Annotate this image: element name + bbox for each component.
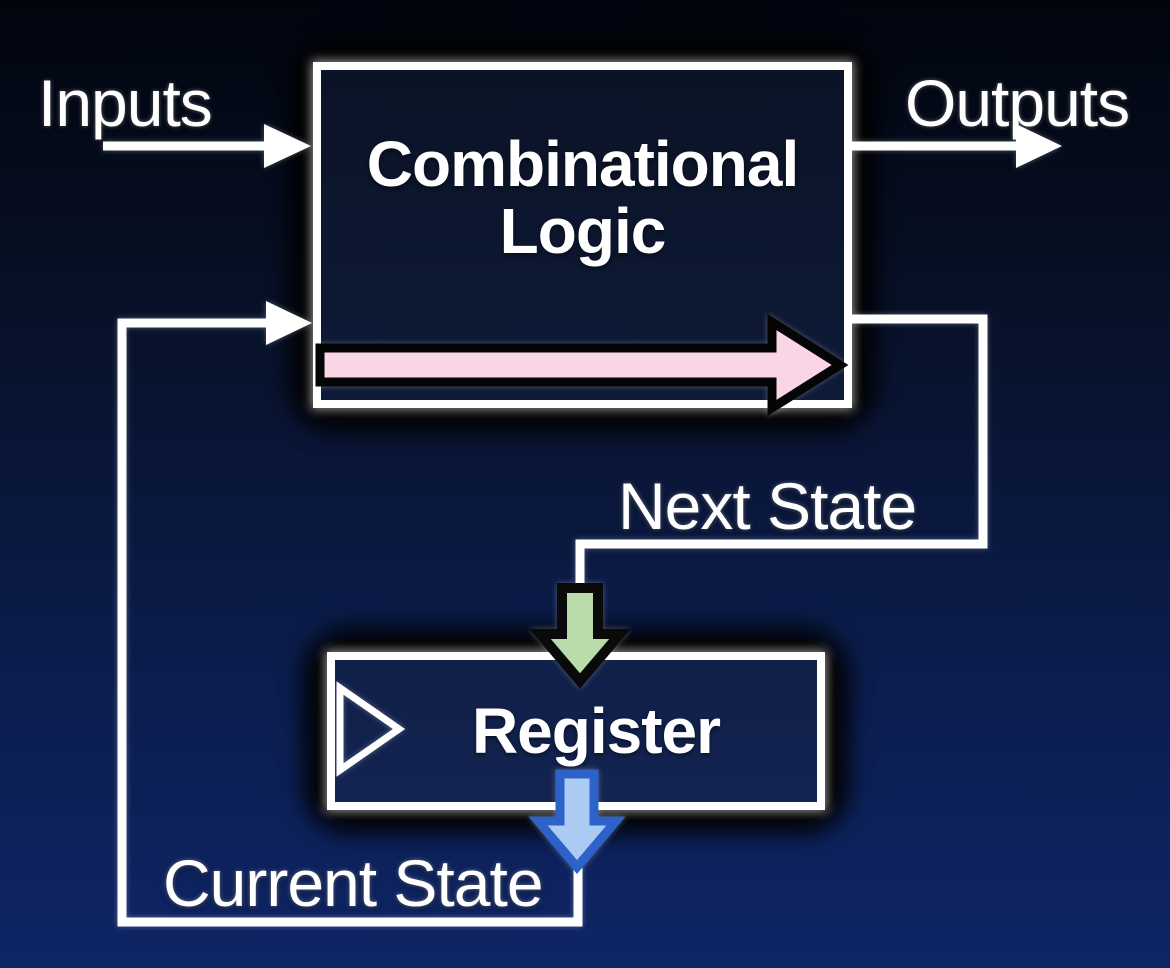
combinational-logic-title: Combinational Logic bbox=[366, 128, 799, 267]
outputs-label: Outputs bbox=[905, 66, 1130, 140]
combinational-logic-block: Combinational Logic bbox=[313, 62, 852, 408]
register-block: Register bbox=[327, 652, 825, 810]
register-title: Register bbox=[471, 694, 721, 767]
inputs-label: Inputs bbox=[38, 66, 213, 140]
current-state-label: Current State bbox=[163, 846, 544, 920]
combinational-logic-title-line2: Logic bbox=[499, 195, 667, 267]
combinational-logic-title-line1: Combinational bbox=[366, 128, 799, 201]
next-state-label: Next State bbox=[618, 469, 917, 543]
